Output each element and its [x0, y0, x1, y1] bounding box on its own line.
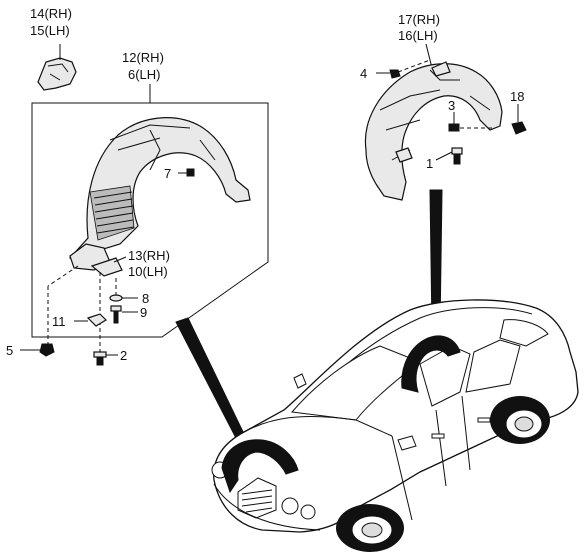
callout-11: 11 — [52, 314, 66, 329]
callout-3: 3 — [448, 98, 455, 113]
callout-1: 1 — [426, 156, 433, 171]
callout-9: 9 — [140, 305, 147, 320]
callout-5: 5 — [6, 343, 13, 358]
clip-5 — [20, 343, 55, 357]
washer-8 — [109, 294, 138, 302]
callout-15: 15(LH) — [30, 23, 70, 38]
assembly-frame-left — [31, 102, 269, 338]
front-guard-highlight — [221, 439, 299, 494]
callout-8: 8 — [142, 291, 149, 306]
callout-10: 10(LH) — [128, 264, 168, 279]
clip-4 — [376, 59, 431, 79]
screw-7 — [178, 168, 195, 177]
nut-18 — [511, 104, 527, 135]
callout-7: 7 — [164, 166, 171, 181]
callout-17: 17(RH) — [398, 12, 440, 27]
rear-wheel-guard — [364, 61, 503, 201]
pointer-front — [175, 317, 247, 443]
callout-13: 13(RH) — [128, 248, 170, 263]
front-wheel-guard — [69, 117, 251, 277]
clip-part — [37, 44, 77, 91]
screw-2 — [93, 351, 118, 366]
callout-12: 12(RH) — [122, 50, 164, 65]
callout-16: 16(LH) — [398, 28, 438, 43]
nut-11 — [74, 313, 107, 327]
callout-6: 6(LH) — [128, 67, 161, 82]
rear-guard-highlight — [401, 335, 461, 393]
bolt-9 — [110, 305, 138, 324]
screw-3 — [448, 112, 492, 132]
callout-14: 14(RH) — [30, 6, 72, 21]
callout-2: 2 — [120, 348, 127, 363]
callout-4: 4 — [360, 66, 367, 81]
screw-1 — [435, 147, 463, 165]
callout-18: 18 — [510, 89, 524, 104]
car-illustration — [211, 299, 579, 552]
